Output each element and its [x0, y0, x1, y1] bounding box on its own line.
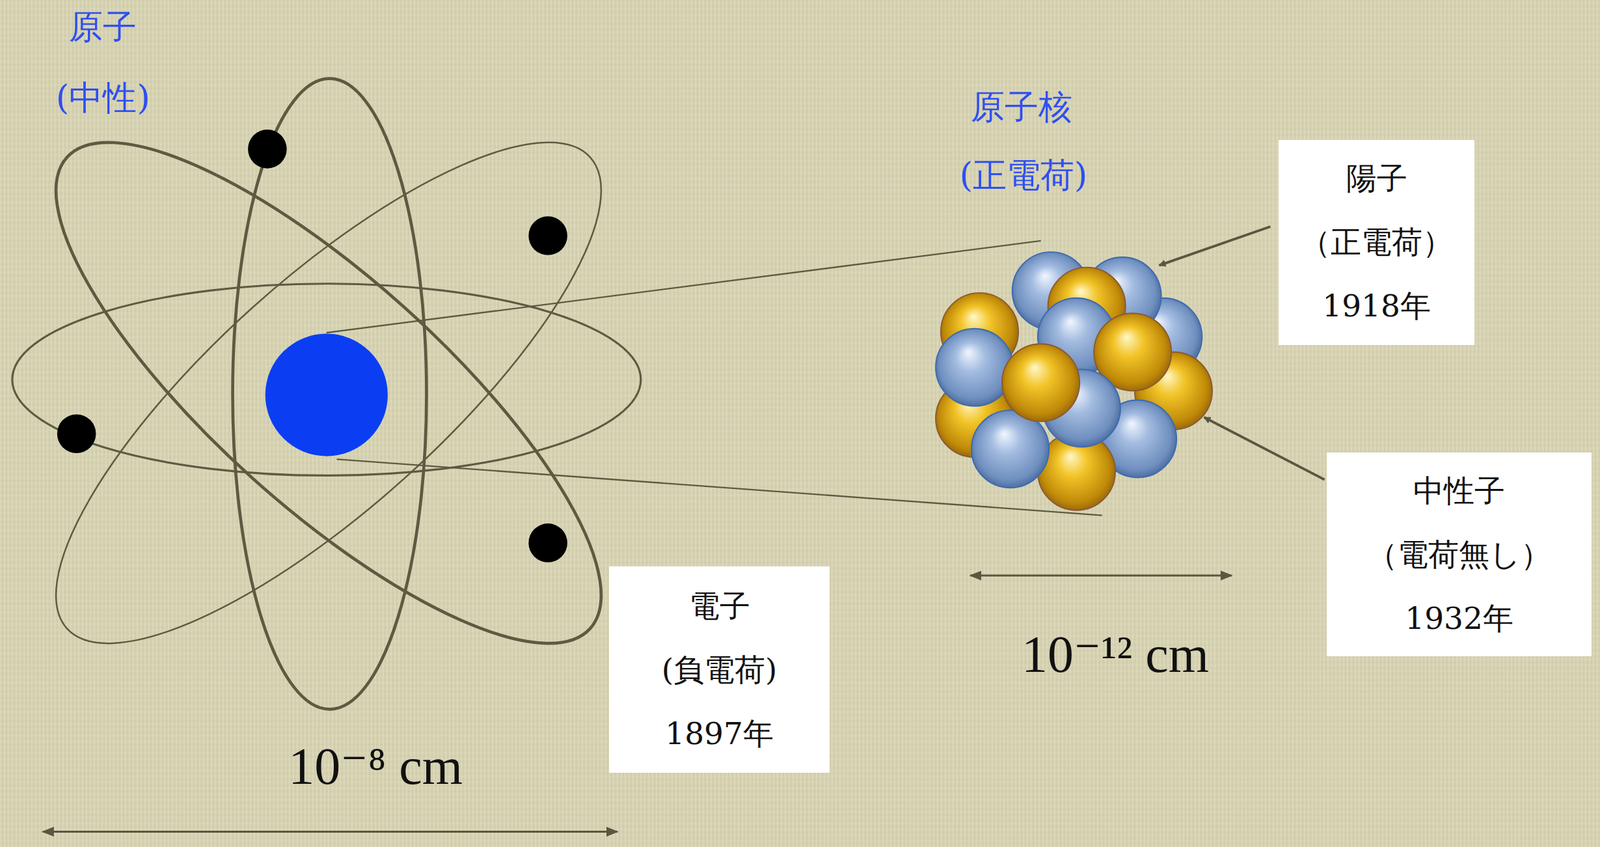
atom-charge-label: (中性) [55, 75, 151, 122]
box-text: 1918年 [1322, 273, 1431, 338]
box-text: （電荷無し） [1367, 522, 1552, 587]
electron [528, 523, 568, 563]
box-text: 1897年 [664, 701, 774, 766]
neutron-sphere [935, 328, 1014, 407]
orbit [0, 72, 667, 714]
box-text: 陽子 [1346, 146, 1408, 211]
leader-arrow [1159, 226, 1271, 266]
nucleus-dot [265, 333, 388, 457]
atom-label: 原子 [68, 4, 137, 51]
nucleus-charge-label: (正電荷) [959, 152, 1088, 199]
electron-box: 電子(負電荷)1897年 [609, 566, 830, 773]
orbit [0, 72, 667, 714]
orbits [0, 72, 667, 714]
box-text: 電子 [689, 573, 751, 638]
electron [528, 216, 568, 256]
box-text: （正電荷） [1300, 210, 1453, 274]
dimension-arrow [42, 830, 618, 833]
dimension-label: 10⁻⁸ cm [288, 735, 463, 796]
orbit [232, 78, 427, 710]
box-text: (負電荷) [661, 637, 778, 702]
electrons [57, 129, 568, 563]
electron [57, 413, 97, 453]
box-text: 1932年 [1404, 586, 1514, 651]
proton-box: 陽子（正電荷）1918年 [1278, 139, 1475, 345]
proton-sphere [1002, 343, 1080, 421]
nucleus-label: 原子核 [970, 84, 1073, 131]
zoom-line [326, 240, 1042, 333]
dimension-label: 10⁻¹² cm [1021, 622, 1209, 684]
neutron-box: 中性子（電荷無し）1932年 [1326, 452, 1593, 657]
box-text: 中性子 [1413, 458, 1506, 523]
nucleus-cluster [935, 251, 1213, 511]
dimension-arrow [970, 573, 1232, 576]
leader-arrow [1204, 417, 1325, 480]
electron [247, 129, 287, 169]
